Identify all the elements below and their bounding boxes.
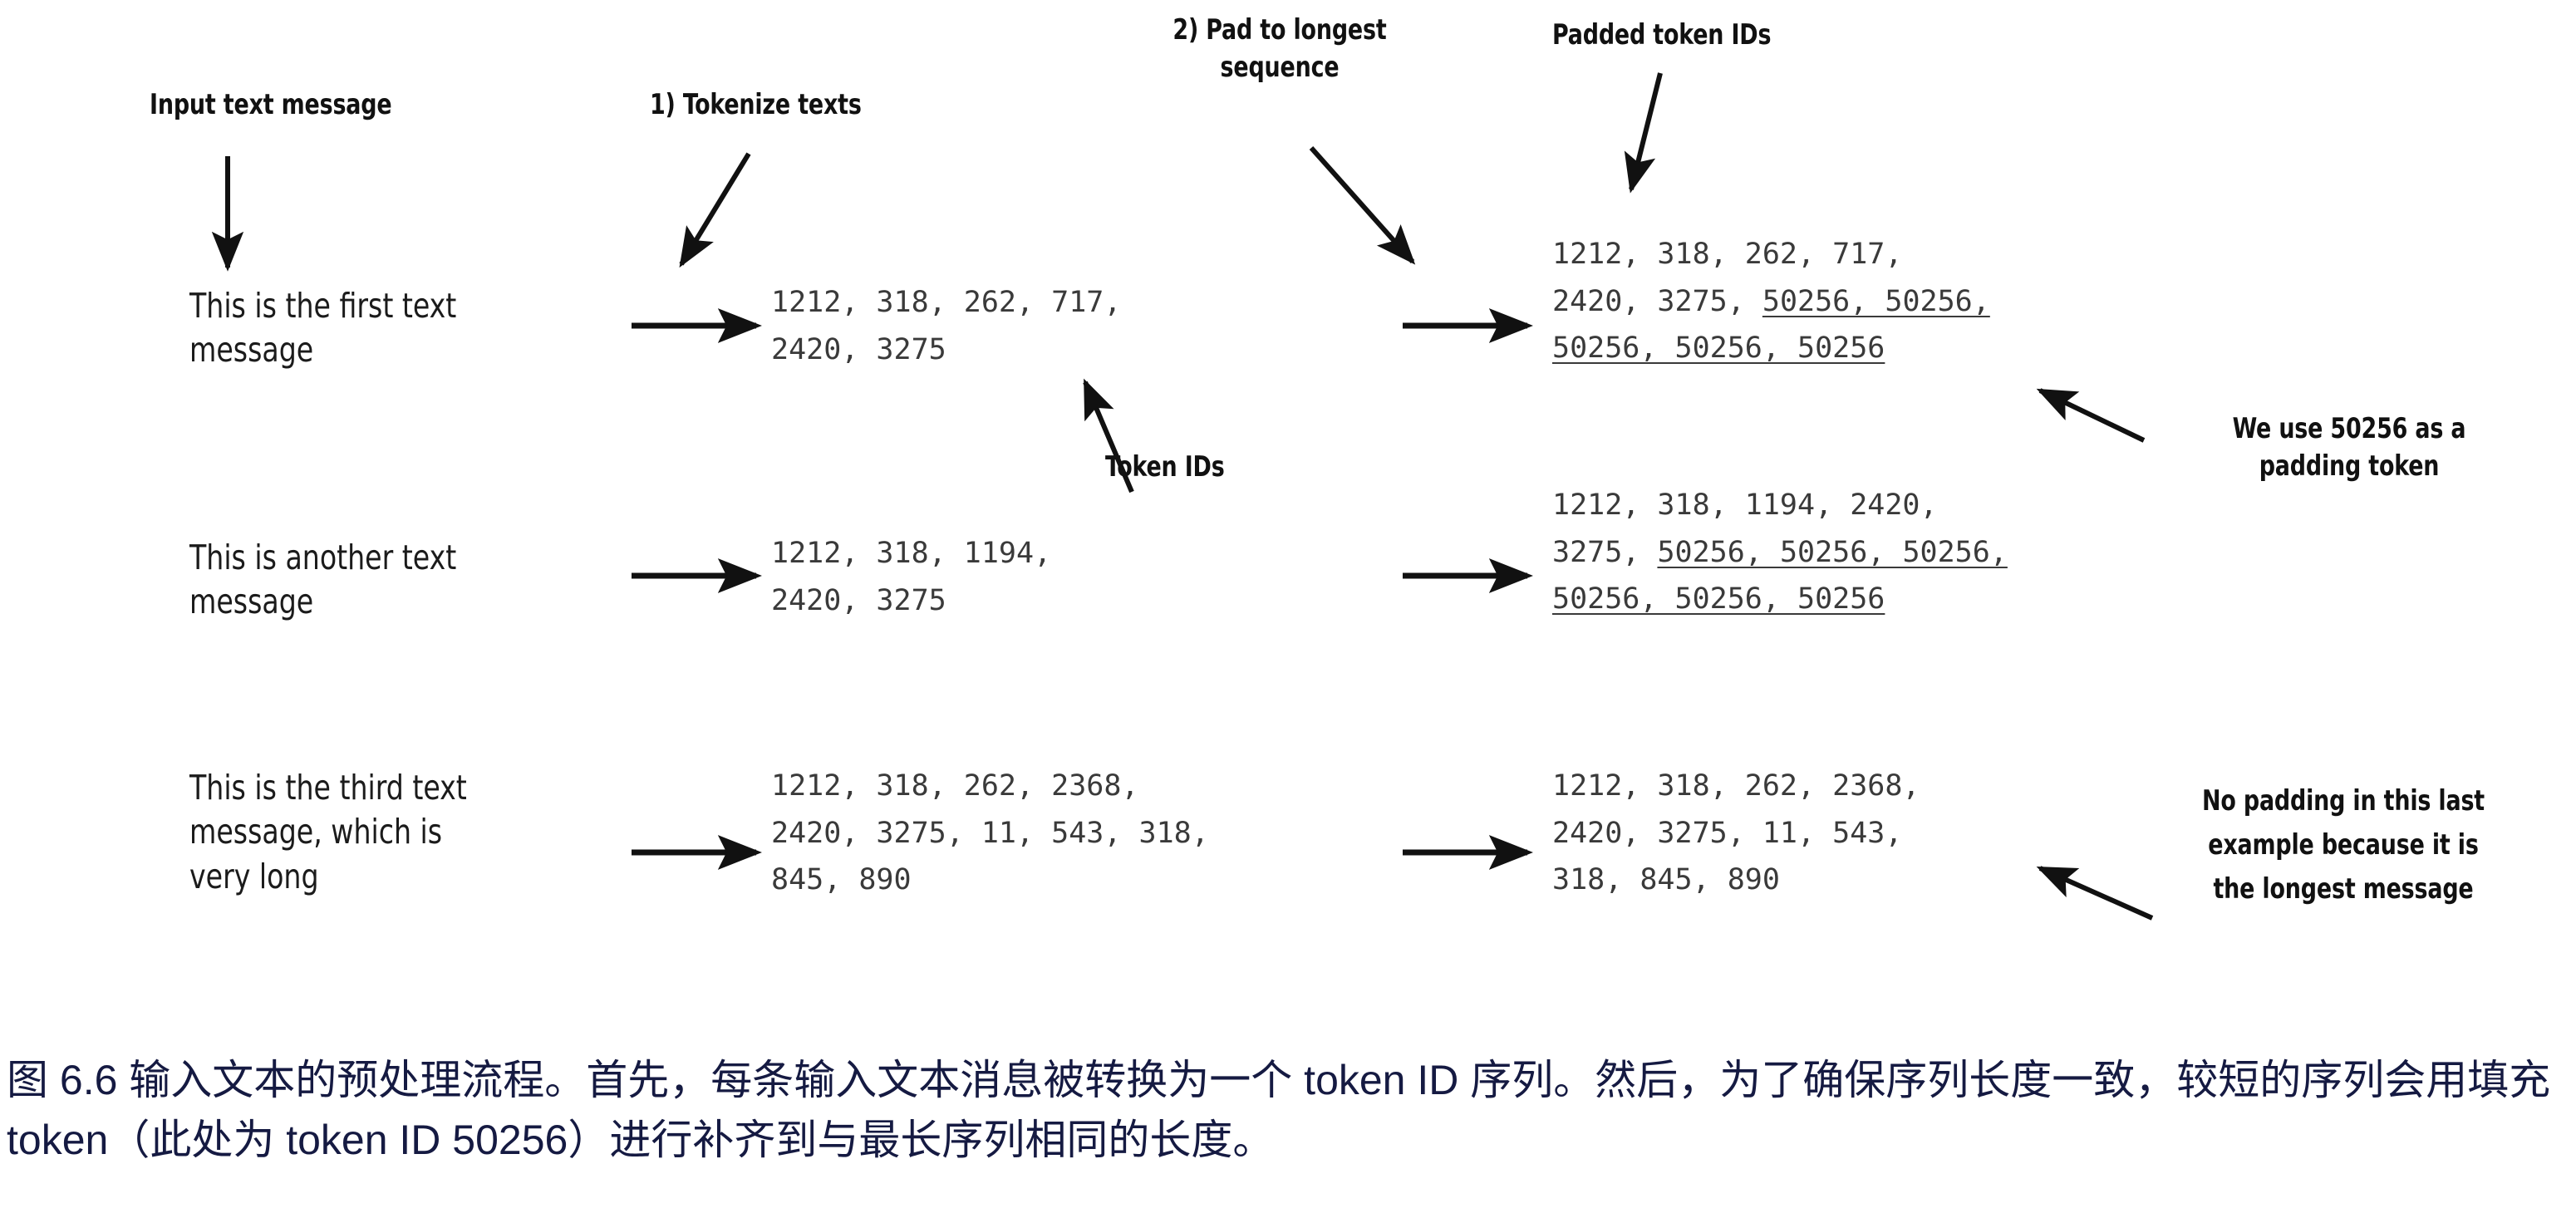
input-message-row-1: This is the first text message xyxy=(189,286,457,371)
padded-line-2-prefix: 2420, 3275, xyxy=(1552,284,1762,318)
arrow-pad-to-longest xyxy=(1309,146,1416,265)
padding-tokens-line-3: 50256, 50256, 50256 xyxy=(1552,331,1885,366)
padded-token-ids-row-1: 1212, 318, 262, 717, 2420, 3275, 50256, … xyxy=(1552,231,1990,372)
arrow-no-padding-callout xyxy=(2036,866,2154,921)
padded-line-3: 318, 845, 890 xyxy=(1552,863,1780,897)
callout-no-padding: No padding in this last example because … xyxy=(2201,784,2485,906)
padded-line-1: 1212, 318, 1194, 2420, xyxy=(1552,489,1938,522)
token-ids-row-2: 1212, 318, 1194, 2420, 3275 xyxy=(771,537,1052,617)
input-message-row-3: This is the third text message, which is… xyxy=(189,768,467,896)
padding-tokens-line-3: 50256, 50256, 50256 xyxy=(1552,582,1885,616)
input-message-row-2: This is another text message xyxy=(189,538,457,622)
figure-caption: 图 6.6 输入文本的预处理流程。首先，每条输入文本消息被转换为一个 token… xyxy=(7,1057,2551,1163)
padded-line-2: 2420, 3275, 11, 543, xyxy=(1552,816,1903,850)
arrow-padding-token-callout xyxy=(2036,388,2146,443)
label-padded-token-ids: Padded token IDs xyxy=(1552,18,1772,52)
arrow-tokenize-texts xyxy=(679,152,751,268)
label-tokenize-texts: 1) Tokenize texts xyxy=(650,88,862,121)
label-token-ids: Token IDs xyxy=(1105,450,1225,484)
token-ids-row-3: 1212, 318, 262, 2368, 2420, 3275, 11, 54… xyxy=(771,769,1209,897)
label-pad-to-longest-sequence: 2) Pad to longest sequence xyxy=(1172,13,1387,84)
padded-line-1: 1212, 318, 262, 717, xyxy=(1552,238,1903,271)
padded-token-ids-row-3: 1212, 318, 262, 2368, 2420, 3275, 11, 54… xyxy=(1552,763,1920,904)
callout-padding-token: We use 50256 as a padding token xyxy=(2232,412,2466,483)
token-ids-row-1: 1212, 318, 262, 717, 2420, 3275 xyxy=(771,286,1122,366)
arrow-padded-token-ids xyxy=(1624,72,1663,194)
padding-tokens-line-2: 50256, 50256, 50256, xyxy=(1657,535,2008,569)
padded-token-ids-row-2: 1212, 318, 1194, 2420, 3275, 50256, 5025… xyxy=(1552,482,2008,623)
label-input-text-message: Input text message xyxy=(150,88,392,121)
padded-line-1: 1212, 318, 262, 2368, xyxy=(1552,769,1920,803)
padded-line-2-prefix: 3275, xyxy=(1552,535,1658,569)
padding-tokens-line-2: 50256, 50256, xyxy=(1762,284,1990,318)
